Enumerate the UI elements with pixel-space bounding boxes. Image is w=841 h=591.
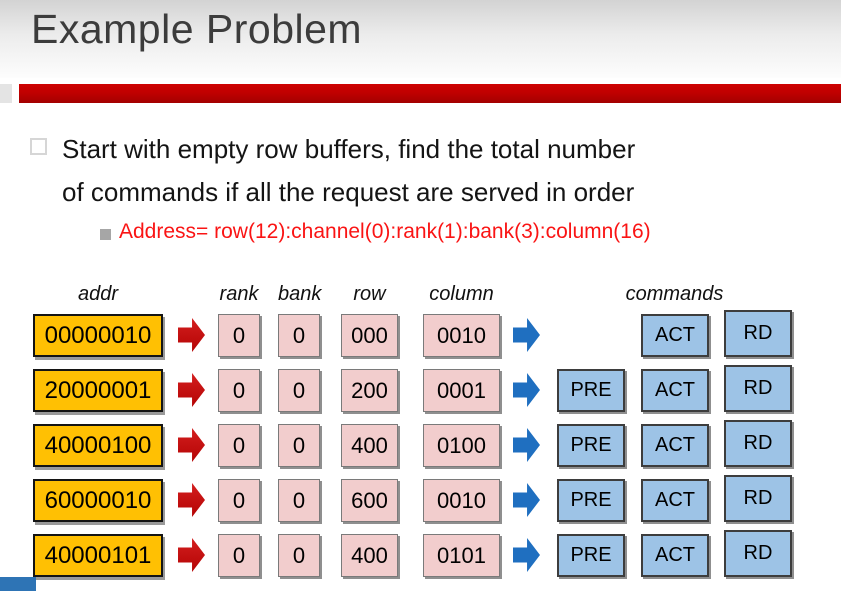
red-arrow-icon <box>178 318 205 352</box>
command-box: RD <box>724 310 792 357</box>
command-box: RD <box>724 530 792 577</box>
rank-box: 0 <box>218 314 260 357</box>
command-box: RD <box>724 365 792 412</box>
blue-arrow-icon <box>513 428 540 462</box>
header-column: column <box>429 283 494 305</box>
bullet-line-2: of commands if all the request are serve… <box>62 177 635 207</box>
bank-box: 0 <box>278 424 320 467</box>
header-accent-bar <box>19 84 841 103</box>
command-box: PRE <box>557 479 625 522</box>
bullet-square-icon <box>30 138 47 155</box>
table-row: 00000010 0 0 000 0010 ACT RD <box>0 310 841 357</box>
header-rank: rank <box>219 283 259 305</box>
command-box: ACT <box>641 534 709 577</box>
page-title: Example Problem <box>31 6 363 52</box>
column-box: 0010 <box>423 479 500 522</box>
bank-box: 0 <box>278 314 320 357</box>
rank-box: 0 <box>218 369 260 412</box>
red-arrow-icon <box>178 373 205 407</box>
command-box: RD <box>724 475 792 522</box>
rank-box: 0 <box>218 479 260 522</box>
addr-box: 00000010 <box>33 314 163 357</box>
command-box: ACT <box>641 314 709 357</box>
bank-box: 0 <box>278 479 320 522</box>
addr-box: 60000010 <box>33 479 163 522</box>
slide-header: Example Problem <box>0 0 841 78</box>
column-box: 0101 <box>423 534 500 577</box>
table-row: 40000100 0 0 400 0100 PRE ACT RD <box>0 420 841 467</box>
table-row: 20000001 0 0 200 0001 PRE ACT RD <box>0 365 841 412</box>
command-box: PRE <box>557 369 625 412</box>
footer-accent-bar <box>0 577 36 591</box>
row-box: 400 <box>341 534 398 577</box>
rank-box: 0 <box>218 424 260 467</box>
red-arrow-icon <box>178 483 205 517</box>
row-box: 400 <box>341 424 398 467</box>
row-box: 600 <box>341 479 398 522</box>
table-header-row: addr rank bank row column commands <box>0 283 841 309</box>
header-addr: addr <box>77 283 119 305</box>
addr-box: 20000001 <box>33 369 163 412</box>
red-arrow-icon <box>178 428 205 462</box>
bullet-line-1: Start with empty row buffers, find the t… <box>62 134 636 164</box>
table-row: 40000101 0 0 400 0101 PRE ACT RD <box>0 530 841 577</box>
header-row: row <box>353 283 386 305</box>
blue-arrow-icon <box>513 483 540 517</box>
row-box: 000 <box>341 314 398 357</box>
command-box: ACT <box>641 369 709 412</box>
header-commands: commands <box>625 283 724 305</box>
blue-arrow-icon <box>513 318 540 352</box>
command-box: ACT <box>641 479 709 522</box>
bullet-text: Start with empty row buffers, find the t… <box>62 128 822 214</box>
addr-box: 40000100 <box>33 424 163 467</box>
column-box: 0100 <box>423 424 500 467</box>
blue-arrow-icon <box>513 373 540 407</box>
red-arrow-icon <box>178 538 205 572</box>
sub-bullet-square-icon <box>100 229 111 240</box>
column-box: 0010 <box>423 314 500 357</box>
header-accent-square <box>0 84 12 103</box>
address-format-text: Address= row(12):channel(0):rank(1):bank… <box>119 220 651 243</box>
command-box: ACT <box>641 424 709 467</box>
row-box: 200 <box>341 369 398 412</box>
blue-arrow-icon <box>513 538 540 572</box>
bank-box: 0 <box>278 534 320 577</box>
header-bank: bank <box>278 283 322 305</box>
table-row: 60000010 0 0 600 0010 PRE ACT RD <box>0 475 841 522</box>
command-box: RD <box>724 420 792 467</box>
command-box: PRE <box>557 534 625 577</box>
bank-box: 0 <box>278 369 320 412</box>
rank-box: 0 <box>218 534 260 577</box>
addr-box: 40000101 <box>33 534 163 577</box>
command-box: PRE <box>557 424 625 467</box>
column-box: 0001 <box>423 369 500 412</box>
